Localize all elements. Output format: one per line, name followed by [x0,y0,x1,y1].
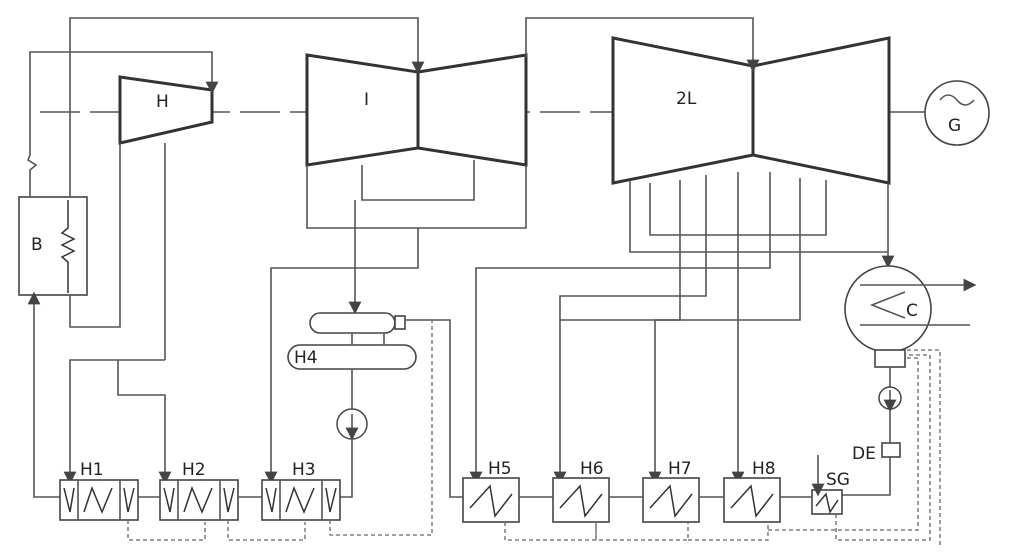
heater-h6 [552,477,610,523]
label-c: C [906,301,918,321]
heater-h8 [723,477,781,523]
turbine-h [118,75,214,145]
label-de: DE [852,444,876,464]
label-i: I [364,90,369,110]
heater-h1 [59,479,139,521]
de-unit [881,442,901,458]
heater-h5 [462,477,520,523]
deaerator-inlet [394,315,406,330]
heater-h3 [261,479,341,521]
label-h7: H7 [668,459,692,479]
label-h2: H2 [182,460,206,480]
turbine-i-left [305,53,420,167]
label-h8: H8 [752,459,776,479]
turbine-i-right [416,53,528,167]
label-h: H [156,92,169,112]
turbine-2l-right [751,36,891,185]
label-h6: H6 [580,459,604,479]
generator-wave-icon [939,94,975,106]
turbine-2l-left [611,36,755,185]
condenser-tube-icon [869,291,906,319]
generator [924,80,990,146]
label-sg: SG [826,470,850,490]
steam-gland-sg [811,489,843,515]
label-2l: 2L [676,89,697,109]
label-h4: H4 [294,348,318,368]
boiler [18,196,88,296]
heater-h2 [159,479,239,521]
hotwell [874,349,906,368]
label-h5: H5 [488,459,512,479]
deaerator-upper [309,312,396,334]
label-b: B [31,235,43,255]
condenser [844,265,932,353]
label-h3: H3 [292,460,316,480]
label-h1: H1 [80,460,104,480]
heater-h7 [642,477,700,523]
label-g: G [948,116,961,136]
reheater-zigzag [60,200,76,293]
